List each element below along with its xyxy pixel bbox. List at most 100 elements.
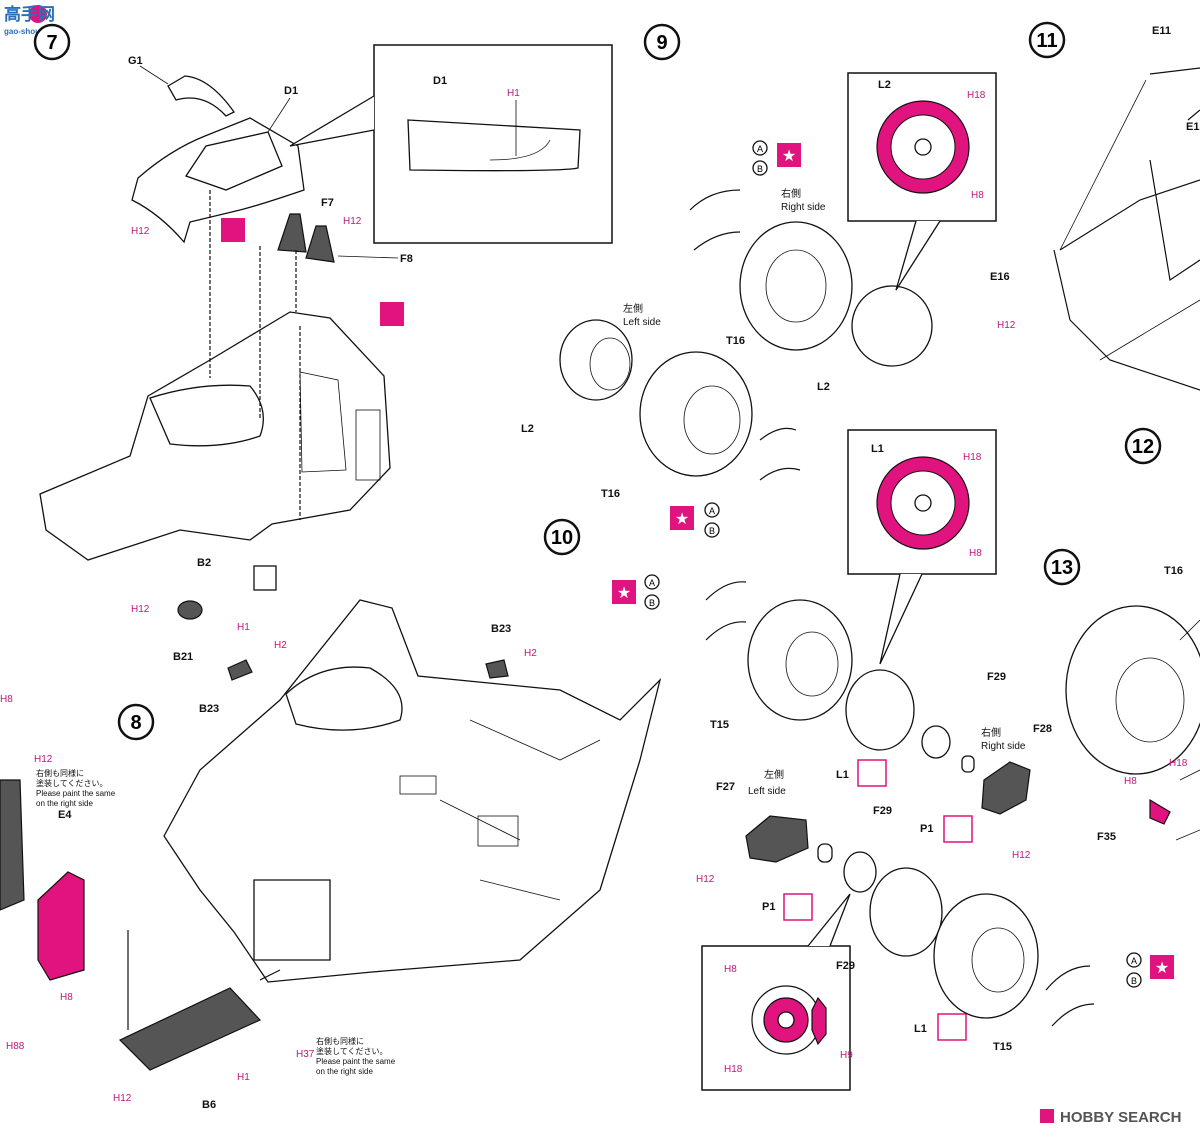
no-glue-icon	[943, 815, 973, 843]
step-8-number: 8	[130, 712, 141, 734]
label-t15-front: T15	[710, 719, 729, 731]
label-d1-detail: D1	[433, 75, 447, 87]
paint-h12-e16: H12	[997, 320, 1016, 331]
step-11-badge: 11	[1028, 21, 1066, 59]
label-b23-left: B23	[199, 703, 219, 715]
glue-icon	[221, 218, 245, 242]
tire-t15-rear	[933, 893, 1039, 1019]
right-side-en: Right side	[781, 202, 826, 213]
label-f8: F8	[400, 253, 413, 265]
step-7-number: 7	[46, 32, 57, 54]
option-b-label: B	[649, 598, 655, 608]
watermark-hobbysearch-text: HOBBY SEARCH	[1060, 1109, 1181, 1126]
no-glue-icon	[783, 893, 813, 921]
paint-h8-l1: H8	[969, 548, 982, 559]
label-f35: F35	[1097, 831, 1116, 843]
star-option-icon	[612, 580, 636, 604]
svg-text:★: ★	[617, 585, 631, 602]
star-option-icon	[777, 143, 801, 167]
note-en-2: on the right side	[316, 1067, 373, 1076]
wheel-l1-rear	[869, 867, 943, 957]
note-jp-1: 右側も同様に	[316, 1036, 364, 1046]
paint-h9-f29: H9	[840, 1050, 853, 1061]
step-9-badge: 9	[643, 23, 681, 61]
watermark-subtitle: gao-shou.net	[4, 27, 55, 36]
tire-t15-front	[747, 599, 853, 721]
left-side-en: Left side	[623, 317, 661, 328]
option-a-label: A	[709, 506, 715, 516]
part-f27-shape	[745, 815, 809, 863]
paint-h2-right: H2	[524, 648, 537, 659]
step-12-number: 12	[1132, 436, 1154, 458]
no-glue-icon	[857, 759, 887, 787]
left-side-jp-f27: 左側	[764, 768, 784, 781]
step-11-number: 11	[1036, 30, 1057, 52]
wheel-l2-right	[851, 285, 933, 367]
paint-h8-f29: H8	[724, 964, 737, 975]
tire-t16-right	[739, 221, 853, 351]
label-t16-left: T16	[601, 488, 620, 500]
step-9-number: 9	[656, 32, 667, 54]
label-g1: G1	[128, 55, 143, 67]
part-p1-right	[961, 755, 975, 773]
label-l2-detail: L2	[878, 79, 891, 91]
paint-h12-f7: H12	[343, 216, 362, 227]
part-b6-shape	[118, 987, 262, 1071]
part-f29-top	[921, 725, 951, 759]
step-8-diagram: B23 H2 B23 H2 H12 B6 H1 H37 右側も同様に 塗装してく…	[0, 599, 662, 1111]
part-f7-shape	[277, 213, 307, 253]
no-glue-icon	[937, 1013, 967, 1041]
option-a-label: A	[757, 144, 763, 154]
paint-h18-l1: H18	[963, 452, 982, 463]
label-b6: B6	[202, 1099, 216, 1111]
step-7-diagram: G1 D1 H12 D1 H1 F7 H12 F8 B2 H12	[39, 44, 613, 663]
note-en-left-2: on the right side	[36, 799, 93, 808]
label-b2: B2	[197, 557, 211, 569]
paint-h88-left: H88	[6, 1041, 25, 1052]
label-f27: F27	[716, 781, 735, 793]
label-d1: D1	[284, 85, 298, 97]
part-e4-shape	[37, 871, 85, 981]
watermark-logo: 高手网 gao-shou.net	[4, 4, 55, 36]
paint-h12-f27: H12	[696, 874, 715, 885]
right-side-en-f28: Right side	[981, 741, 1026, 752]
step-10-diagram: ★ A B T15 L1 F29 L1 H18 H8 右側 Right side…	[612, 429, 1174, 1091]
step-13-number: 13	[1051, 557, 1073, 579]
label-f7: F7	[321, 197, 334, 209]
note-jp-left-2: 塗装してください。	[36, 778, 108, 788]
option-a-label: A	[649, 578, 655, 588]
tire-t16-left	[639, 351, 753, 477]
label-l1-front: L1	[836, 769, 849, 781]
svg-text:★: ★	[675, 511, 689, 528]
paint-h12-b6: H12	[113, 1093, 132, 1104]
note-en-left-1: Please paint the same	[36, 789, 116, 798]
wheel-l2-left	[559, 319, 633, 401]
left-side-en-f27: Left side	[748, 786, 786, 797]
paint-h8-e4: H8	[60, 992, 73, 1003]
part-b23-right	[485, 659, 509, 679]
svg-text:★: ★	[1155, 960, 1169, 977]
part-f28-shape	[981, 761, 1031, 815]
label-l1-rear: L1	[914, 1023, 927, 1035]
label-e11: E11	[1152, 25, 1171, 37]
paint-h37-b6: H37	[296, 1049, 315, 1060]
caliper-pink	[811, 996, 827, 1046]
part-b2-shape	[253, 565, 277, 591]
step-13-diagram: T16 H8 H18 F35	[1065, 565, 1200, 843]
paint-h8-left: H8	[0, 694, 13, 705]
label-b23-right: B23	[491, 623, 511, 635]
part-b23-left	[227, 659, 253, 681]
paint-h12-d1: H12	[131, 226, 150, 237]
part-e16-shape	[1053, 249, 1200, 391]
watermark-hobbysearch: HOBBY SEARCH	[1040, 1109, 1181, 1126]
option-b-label: B	[1131, 976, 1137, 986]
label-e4: E4	[58, 809, 72, 821]
step-9-diagram: A B ★ 右側 Right side T16 L2 L2 H18 H8 左側 …	[521, 72, 997, 538]
right-side-jp-f28: 右側	[981, 726, 1001, 739]
glue-icon	[380, 302, 404, 326]
label-f29-bottom: F29	[873, 805, 892, 817]
step-11-diagram: E11 E1 E16 H12	[990, 25, 1200, 391]
note-jp-left-1: 右側も同様に	[36, 768, 84, 778]
